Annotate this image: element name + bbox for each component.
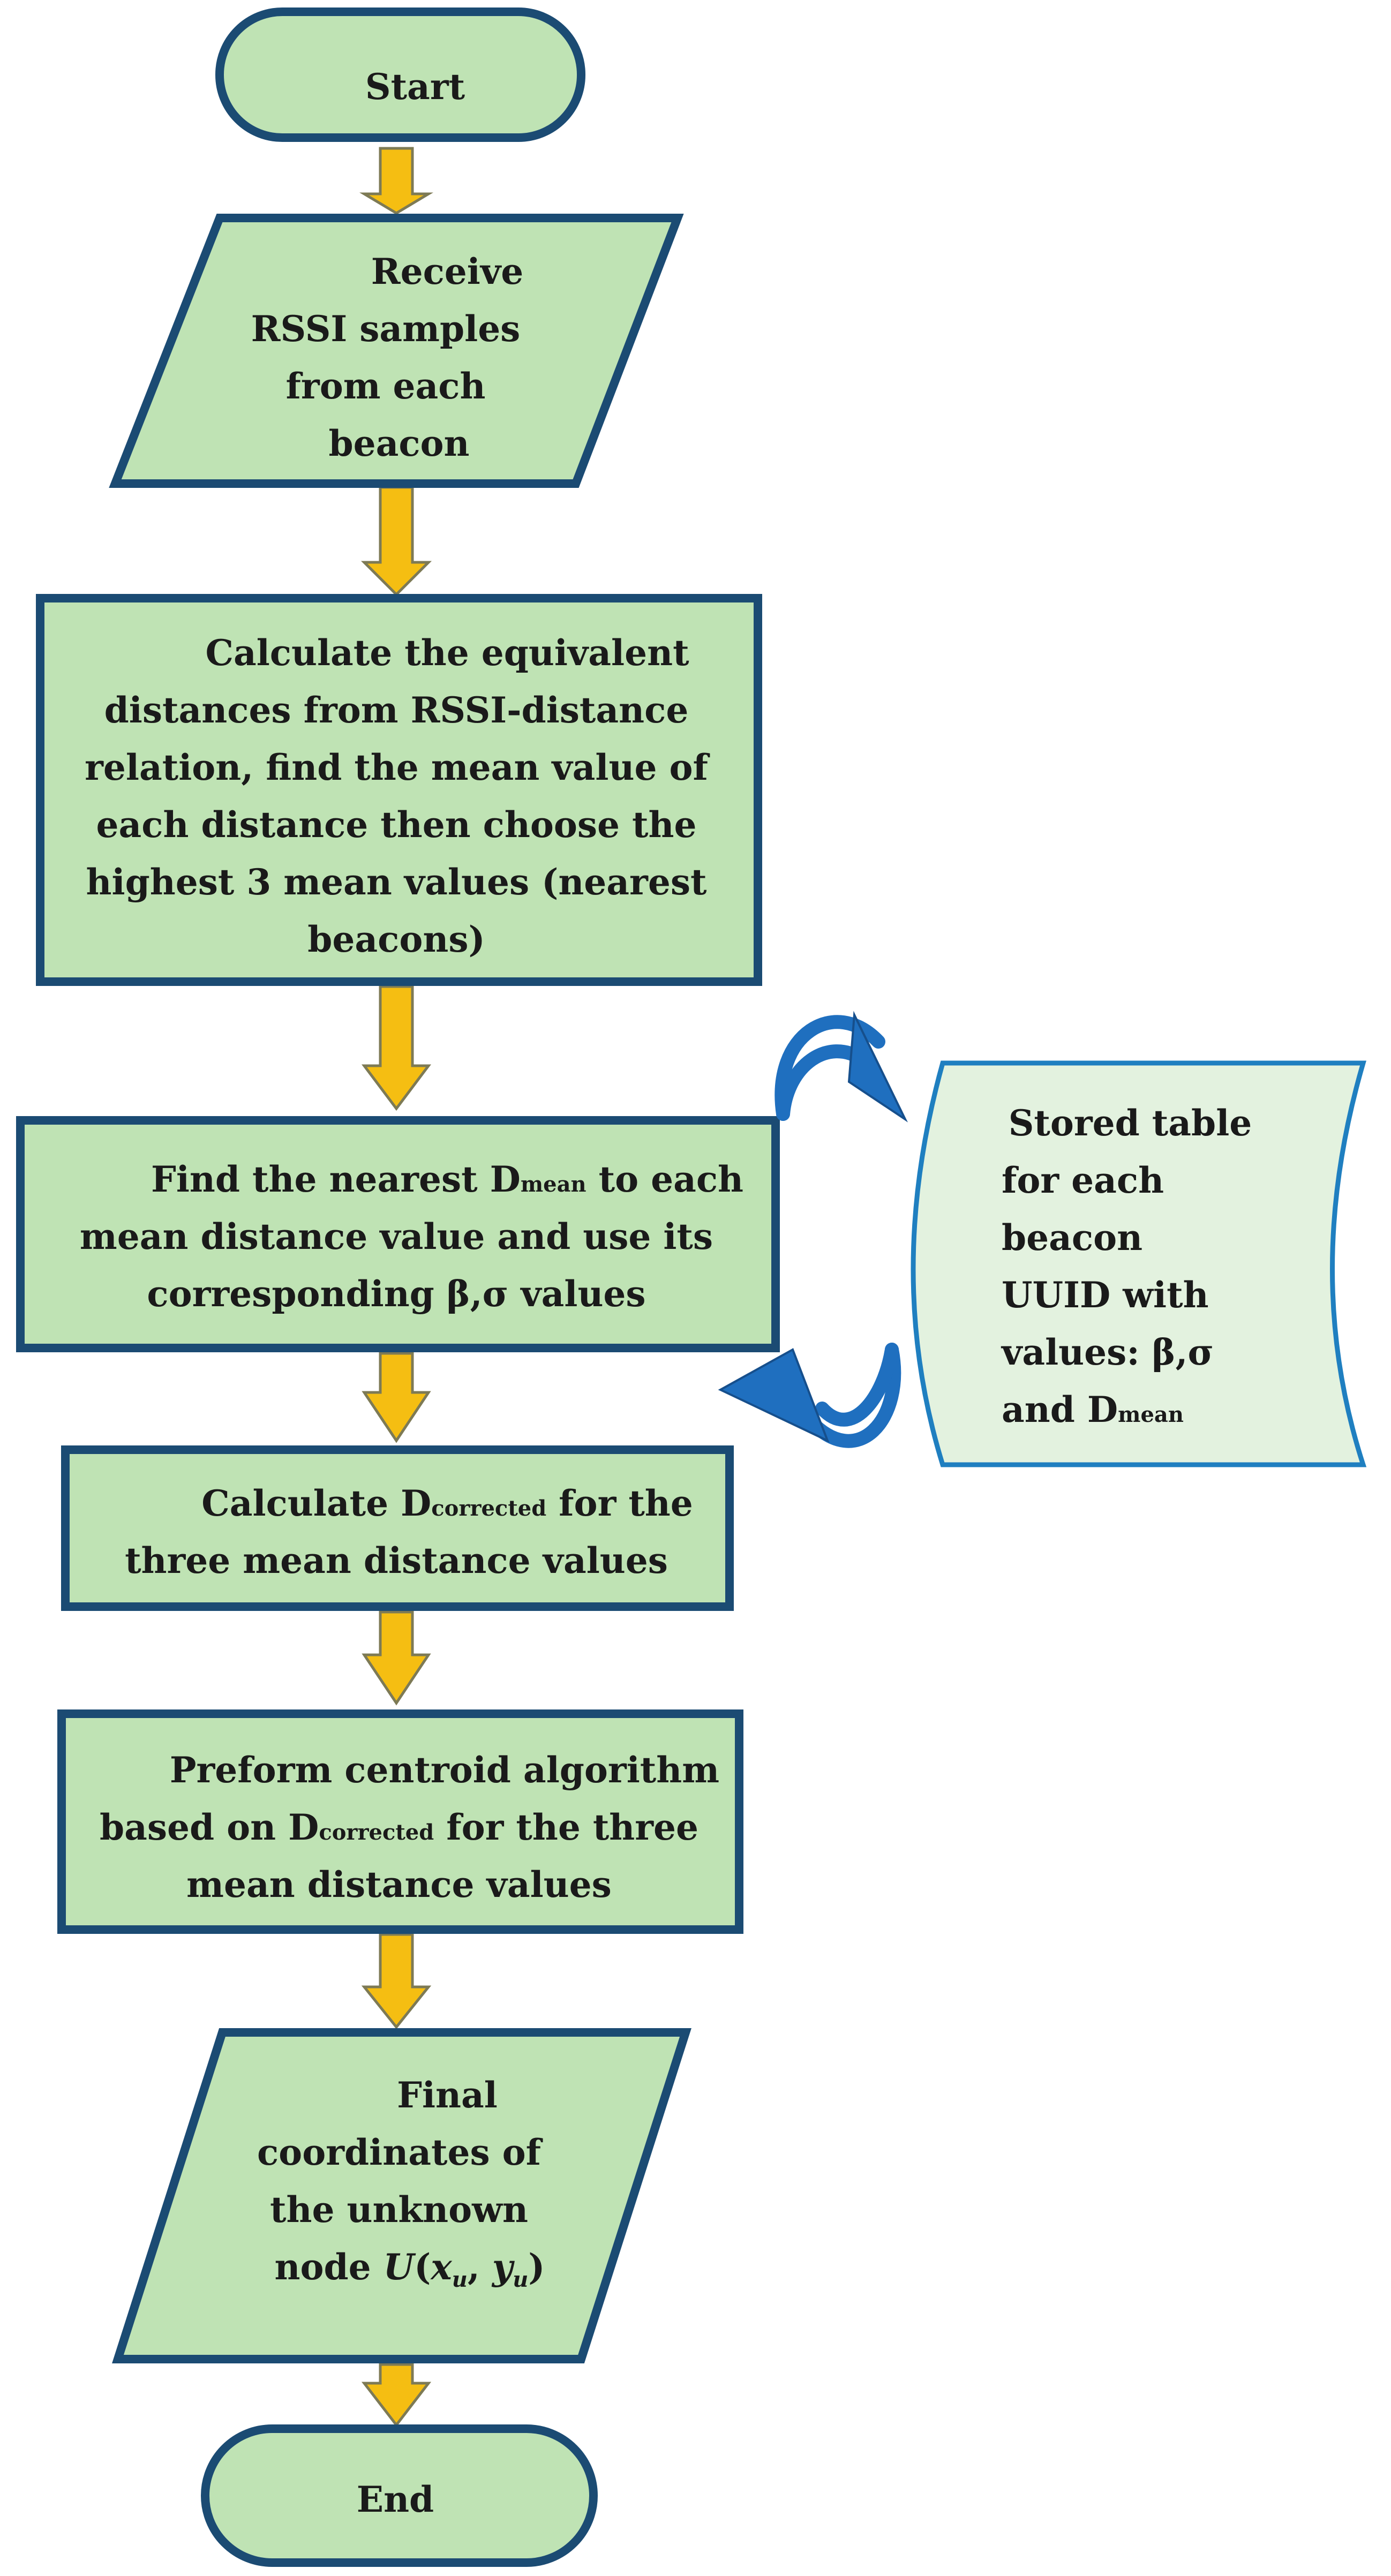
storage-line-4: UUID with (1002, 1274, 1209, 1316)
final-math-x: x (430, 2246, 452, 2288)
calculate-dcorrected-box: Calculate Dcorrected for the three mean … (61, 1445, 734, 1611)
find-line-1: Find the nearest Dmean to each (151, 1158, 743, 1200)
final-line-2: coordinates of (257, 2131, 543, 2173)
final-line-4-prefix: node (274, 2246, 383, 2288)
final-coordinates-output-box: Final coordinates of the unknown node U(… (112, 2028, 691, 2363)
centroid-algorithm-box: Preform centroid algorithm based on Dcor… (57, 1709, 743, 1934)
arrow-centroid-to-final (361, 1933, 432, 2030)
receive-line-2: RSSI samples (251, 308, 521, 350)
arrow-calculate-to-find (362, 985, 431, 1111)
final-math-comma: , (468, 2246, 492, 2288)
calculate-line-6: beacons) (307, 918, 485, 960)
final-math-close-paren: ) (528, 2246, 545, 2288)
storage-line-2: for each (1002, 1159, 1164, 1201)
final-line-4: node U(xu, yu) (274, 2246, 545, 2292)
correct-line-1-subscript: corrected (431, 1496, 546, 1521)
find-line-1-prefix: Find the nearest D (151, 1158, 521, 1200)
centroid-line-1: Preform centroid algorithm (170, 1749, 719, 1791)
correct-line-2: three mean distance values (125, 1540, 668, 1581)
storage-line-6-prefix: and D (1002, 1389, 1118, 1430)
storage-line-6-subscript: mean (1118, 1402, 1184, 1427)
receive-line-1: Receive (371, 251, 523, 292)
calculate-line-5: highest 3 mean values (nearest (86, 861, 707, 903)
calculate-line-1: Calculate the equivalent (205, 632, 689, 674)
final-line-1: Final (397, 2074, 498, 2116)
calculate-line-3: relation, find the mean value of (85, 747, 710, 788)
final-line-3: the unknown (270, 2189, 528, 2231)
receive-line-4: beacon (328, 423, 469, 464)
centroid-line-2: based on Dcorrected for the three (100, 1806, 698, 1848)
receive-line-3: from each (286, 365, 486, 407)
final-math-y-subscript: u (513, 2267, 528, 2292)
correct-line-1: Calculate Dcorrected for the (201, 1482, 693, 1524)
final-math-y: y (491, 2246, 515, 2288)
final-math-U: U (384, 2246, 416, 2288)
loop-arrow-top (775, 1011, 908, 1123)
arrow-final-to-end (361, 2363, 432, 2428)
start-terminal: Start (215, 7, 585, 142)
calculate-distances-box: Calculate the equivalent distances from … (36, 594, 762, 986)
correct-line-1-prefix: Calculate D (201, 1482, 431, 1524)
correct-line-1-suffix: for the (546, 1482, 693, 1524)
find-nearest-dmean-box: Find the nearest Dmean to each mean dist… (16, 1116, 780, 1352)
centroid-line-2-subscript: corrected (319, 1820, 434, 1845)
start-label: Start (365, 66, 465, 108)
arrow-start-to-receive (359, 147, 434, 215)
find-line-3: corresponding β,σ values (147, 1273, 645, 1315)
loop-arrow-bottom (718, 1343, 901, 1448)
calculate-line-4: each distance then choose the (96, 804, 697, 846)
end-label: End (357, 2479, 434, 2520)
arrow-receive-to-calculate (360, 486, 432, 597)
stored-table-storage: Stored table for each beacon UUID with v… (911, 1060, 1367, 1467)
centroid-line-2-prefix: based on D (100, 1806, 319, 1848)
arrow-correct-to-centroid (362, 1610, 431, 1706)
storage-line-1: Stored table (1009, 1102, 1252, 1144)
end-terminal: End (201, 2424, 598, 2567)
storage-line-3: beacon (1002, 1217, 1142, 1259)
find-line-1-subscript: mean (521, 1172, 587, 1197)
centroid-line-2-suffix: for the three (434, 1806, 698, 1848)
find-line-2: mean distance value and use its (80, 1216, 713, 1257)
storage-line-5: values: β,σ (1001, 1331, 1214, 1373)
arrow-find-to-correct (362, 1352, 431, 1443)
storage-line-6: and Dmean (1002, 1389, 1184, 1430)
receive-rssi-input-box: Receive RSSI samples from each beacon (109, 214, 684, 488)
final-math-x-subscript: u (452, 2267, 468, 2292)
find-line-1-suffix: to each (587, 1158, 743, 1200)
final-math-open-paren: ( (414, 2246, 431, 2288)
calculate-line-2: distances from RSSI-distance (104, 689, 689, 731)
centroid-line-3: mean distance values (186, 1864, 612, 1905)
